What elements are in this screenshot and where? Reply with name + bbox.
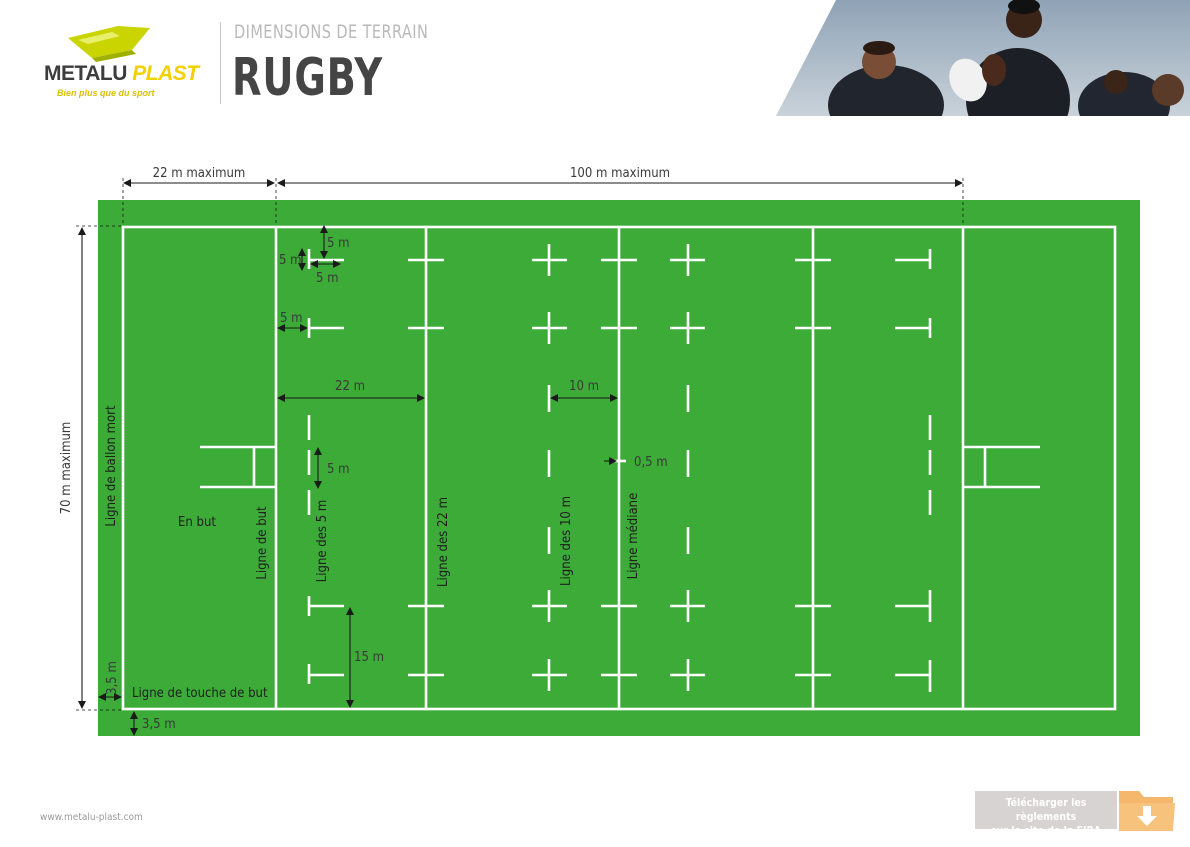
field-lines [121, 225, 1117, 711]
five-m-markers-right [895, 249, 932, 692]
dimension-arrows [78, 179, 963, 736]
rugby-players-photo [776, 0, 1190, 116]
extension-lines [76, 178, 964, 711]
mark-5m-top-label: 5 m [327, 236, 350, 251]
brand-name: METALU PLAST [44, 62, 199, 85]
folder-download-icon[interactable] [1117, 785, 1177, 833]
dist-15-label: 15 m [354, 650, 384, 665]
bottom-margin-label: 3,5 m [142, 717, 176, 732]
line-labels: Ligne de ballon mort En but Ligne de but… [104, 405, 641, 701]
mark-5m-small-label: 5 m [316, 271, 339, 286]
mark-5m-left-label: 5 m [279, 253, 302, 268]
in-goal-label: En but [178, 515, 216, 530]
page-subtitle: DIMENSIONS DE TERRAIN [234, 21, 429, 43]
mark-5m-h-label: 5 m [280, 311, 303, 326]
twenty-two-ticks [408, 258, 831, 677]
halfway-ticks [601, 258, 637, 677]
touch-in-goal-line-label: Ligne de touche de but [132, 686, 268, 701]
download-text-line2: sur le site de la FIBA [990, 825, 1102, 837]
field-length-label: 100 m maximum [570, 166, 670, 181]
five-m-line-label: Ligne des 5 m [315, 500, 330, 583]
ten-m-markers-right [670, 244, 705, 691]
dist-5-dash-label: 5 m [327, 462, 350, 477]
ten-m-markers-left [532, 244, 567, 691]
twenty-two-line-label: Ligne des 22 m [436, 497, 451, 587]
header-divider [220, 22, 221, 104]
dist-22-label: 22 m [335, 379, 365, 394]
website-link[interactable]: www.metalu-plast.com [40, 812, 143, 823]
half-mark-label: 0,5 m [634, 455, 668, 470]
page-title: RUGBY [232, 48, 383, 108]
field-width-label: 70 m maximum [59, 422, 74, 515]
ten-m-line-label: Ligne des 10 m [559, 496, 574, 586]
in-goal-length-label: 22 m maximum [153, 166, 246, 181]
goal-line-label: Ligne de but [255, 506, 270, 580]
touch-margin-label: 3,5 m [105, 661, 120, 695]
download-rules-button[interactable]: Télécharger les règlements sur le site d… [975, 791, 1117, 837]
dist-10-label: 10 m [569, 379, 599, 394]
goal-posts-right [963, 445, 1040, 489]
download-text-line1: Télécharger les règlements [1005, 797, 1087, 823]
dimension-labels: 22 m maximum 100 m maximum 70 m maximum … [59, 166, 670, 732]
metalu-plast-logo [68, 26, 150, 62]
halfway-line-label: Ligne médiane [626, 493, 641, 580]
dead-ball-line-label: Ligne de ballon mort [104, 405, 119, 527]
goal-posts-left [200, 445, 276, 489]
brand-tagline: Bien plus que du sport [57, 88, 155, 98]
